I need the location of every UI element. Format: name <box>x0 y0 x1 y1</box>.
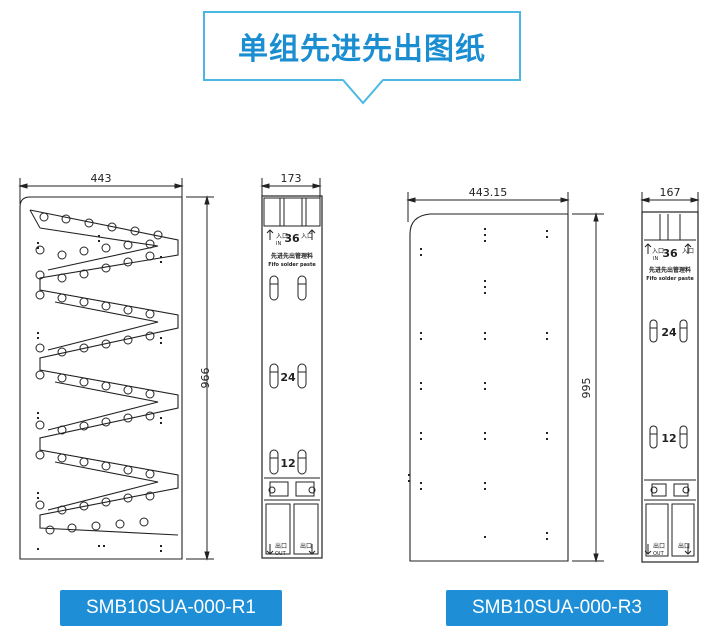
model-label-r3-text: SMB10SUA-000-R3 <box>471 597 643 618</box>
r3-side-out-label: 出口 <box>653 542 665 550</box>
r3-side-mark-24: 24 <box>661 326 677 339</box>
model-label-r3: SMB10SUA-000-R3 <box>446 590 668 626</box>
r1-height-dimension: 996 <box>198 368 211 389</box>
r3-front-view <box>406 192 604 563</box>
title-callout: 单组先进先出图纸 <box>203 11 521 81</box>
r3-side-plate-cn: 先进先出管理料 <box>649 266 691 274</box>
r3-side-in-label: 入口 <box>652 248 664 255</box>
model-label-r1: SMB10SUA-000-R1 <box>60 590 282 626</box>
r3-height-dimension: 995 <box>580 378 593 399</box>
r3-side-mark-36: 36 <box>662 247 678 260</box>
r1-side-mark-24: 24 <box>280 371 296 384</box>
r3-side-in-label-right: 入口 <box>682 248 694 255</box>
model-label-r1-text: SMB10SUA-000-R1 <box>85 597 257 618</box>
r1-side-out-label-en: OUT <box>275 551 287 557</box>
r1-side-in-label-right: 入口 <box>301 233 313 240</box>
page-title: 单组先进先出图纸 <box>238 32 486 67</box>
r1-side-width-dimension: 173 <box>281 172 302 185</box>
r1-side-mark-36: 36 <box>284 232 300 245</box>
r3-side-out-label-right: 出口 <box>678 542 690 550</box>
r1-side-out-label: 出口 <box>275 542 287 550</box>
r1-side-view <box>260 178 323 559</box>
callout-pointer <box>343 79 383 105</box>
r1-side-out-label-right: 出口 <box>300 542 312 550</box>
r1-front-view <box>18 178 214 561</box>
r3-side-plate-en: Fifo solder paste <box>646 276 694 282</box>
r3-side-out-label-en: OUT <box>653 551 665 557</box>
r1-side-plate-cn: 先进先出管理料 <box>271 252 313 260</box>
r3-width-dimension: 443.15 <box>469 186 508 199</box>
r3-side-width-dimension: 167 <box>660 186 681 199</box>
r1-side-plate-en: Fifo solder paste <box>268 262 316 268</box>
r1-side-mark-12: 12 <box>280 457 295 470</box>
r3-side-in-label-en: IN <box>653 256 658 262</box>
r3-side-view <box>640 192 700 563</box>
r3-side-mark-12: 12 <box>661 432 676 445</box>
r1-side-in-label-en: IN <box>276 241 281 247</box>
r1-width-dimension: 443 <box>91 172 112 185</box>
technical-drawing: 443 996 173 入口 IN 36 入口 先进先出管理料 Fifo sol… <box>18 172 700 563</box>
r1-side-in-label: 入口 <box>276 233 288 240</box>
